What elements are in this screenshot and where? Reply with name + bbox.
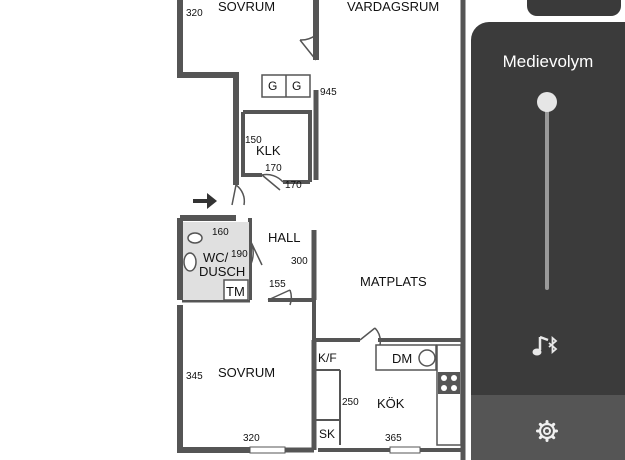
floor-plan: SOVRUM VARDAGSRUM G G KLK HALL WC/ DUSCH… [177,0,466,460]
room-tm: TM [226,284,245,299]
room-klk: KLK [256,143,281,158]
dimension: 190 [231,249,248,260]
room-kok: KÖK [377,396,405,411]
music-note-bluetooth-icon[interactable] [531,334,561,360]
wardrobe-g2: G [292,79,301,93]
dimension: 945 [320,87,337,98]
top-panel-chip[interactable] [527,0,621,16]
entrance-arrow-icon [193,193,217,209]
room-dm: DM [392,351,412,366]
room-hall: HALL [268,230,301,245]
dimension: 365 [385,433,402,444]
room-sovrum-bottom: SOVRUM [218,365,275,380]
gear-icon[interactable] [535,419,559,443]
dimension: 320 [243,433,260,444]
dimension: 170 [285,180,302,191]
dimension: 320 [186,8,203,19]
settings-row[interactable] [471,395,625,460]
media-volume-slider[interactable] [537,86,557,292]
room-vardagsrum: VARDAGSRUM [347,0,439,14]
room-kf: K/F [318,351,337,365]
dimension: 345 [186,371,203,382]
dimension: 300 [291,256,308,267]
slider-thumb[interactable] [537,92,557,112]
panel-title: Medievolym [502,52,594,71]
media-volume-panel: Medievolym [471,22,625,460]
dimension: 250 [342,397,359,408]
dimension: 170 [265,163,282,174]
slider-track[interactable] [545,96,549,290]
dimension: 155 [269,279,286,290]
room-matplats: MATPLATS [360,274,427,289]
room-wc-line2: DUSCH [199,264,245,279]
room-sk: SK [319,427,335,441]
room-sovrum-top: SOVRUM [218,0,275,14]
wardrobe-g1: G [268,79,277,93]
dimension: 160 [212,227,229,238]
room-wc-line1: WC/ [203,250,229,265]
dimension: 150 [245,135,262,146]
